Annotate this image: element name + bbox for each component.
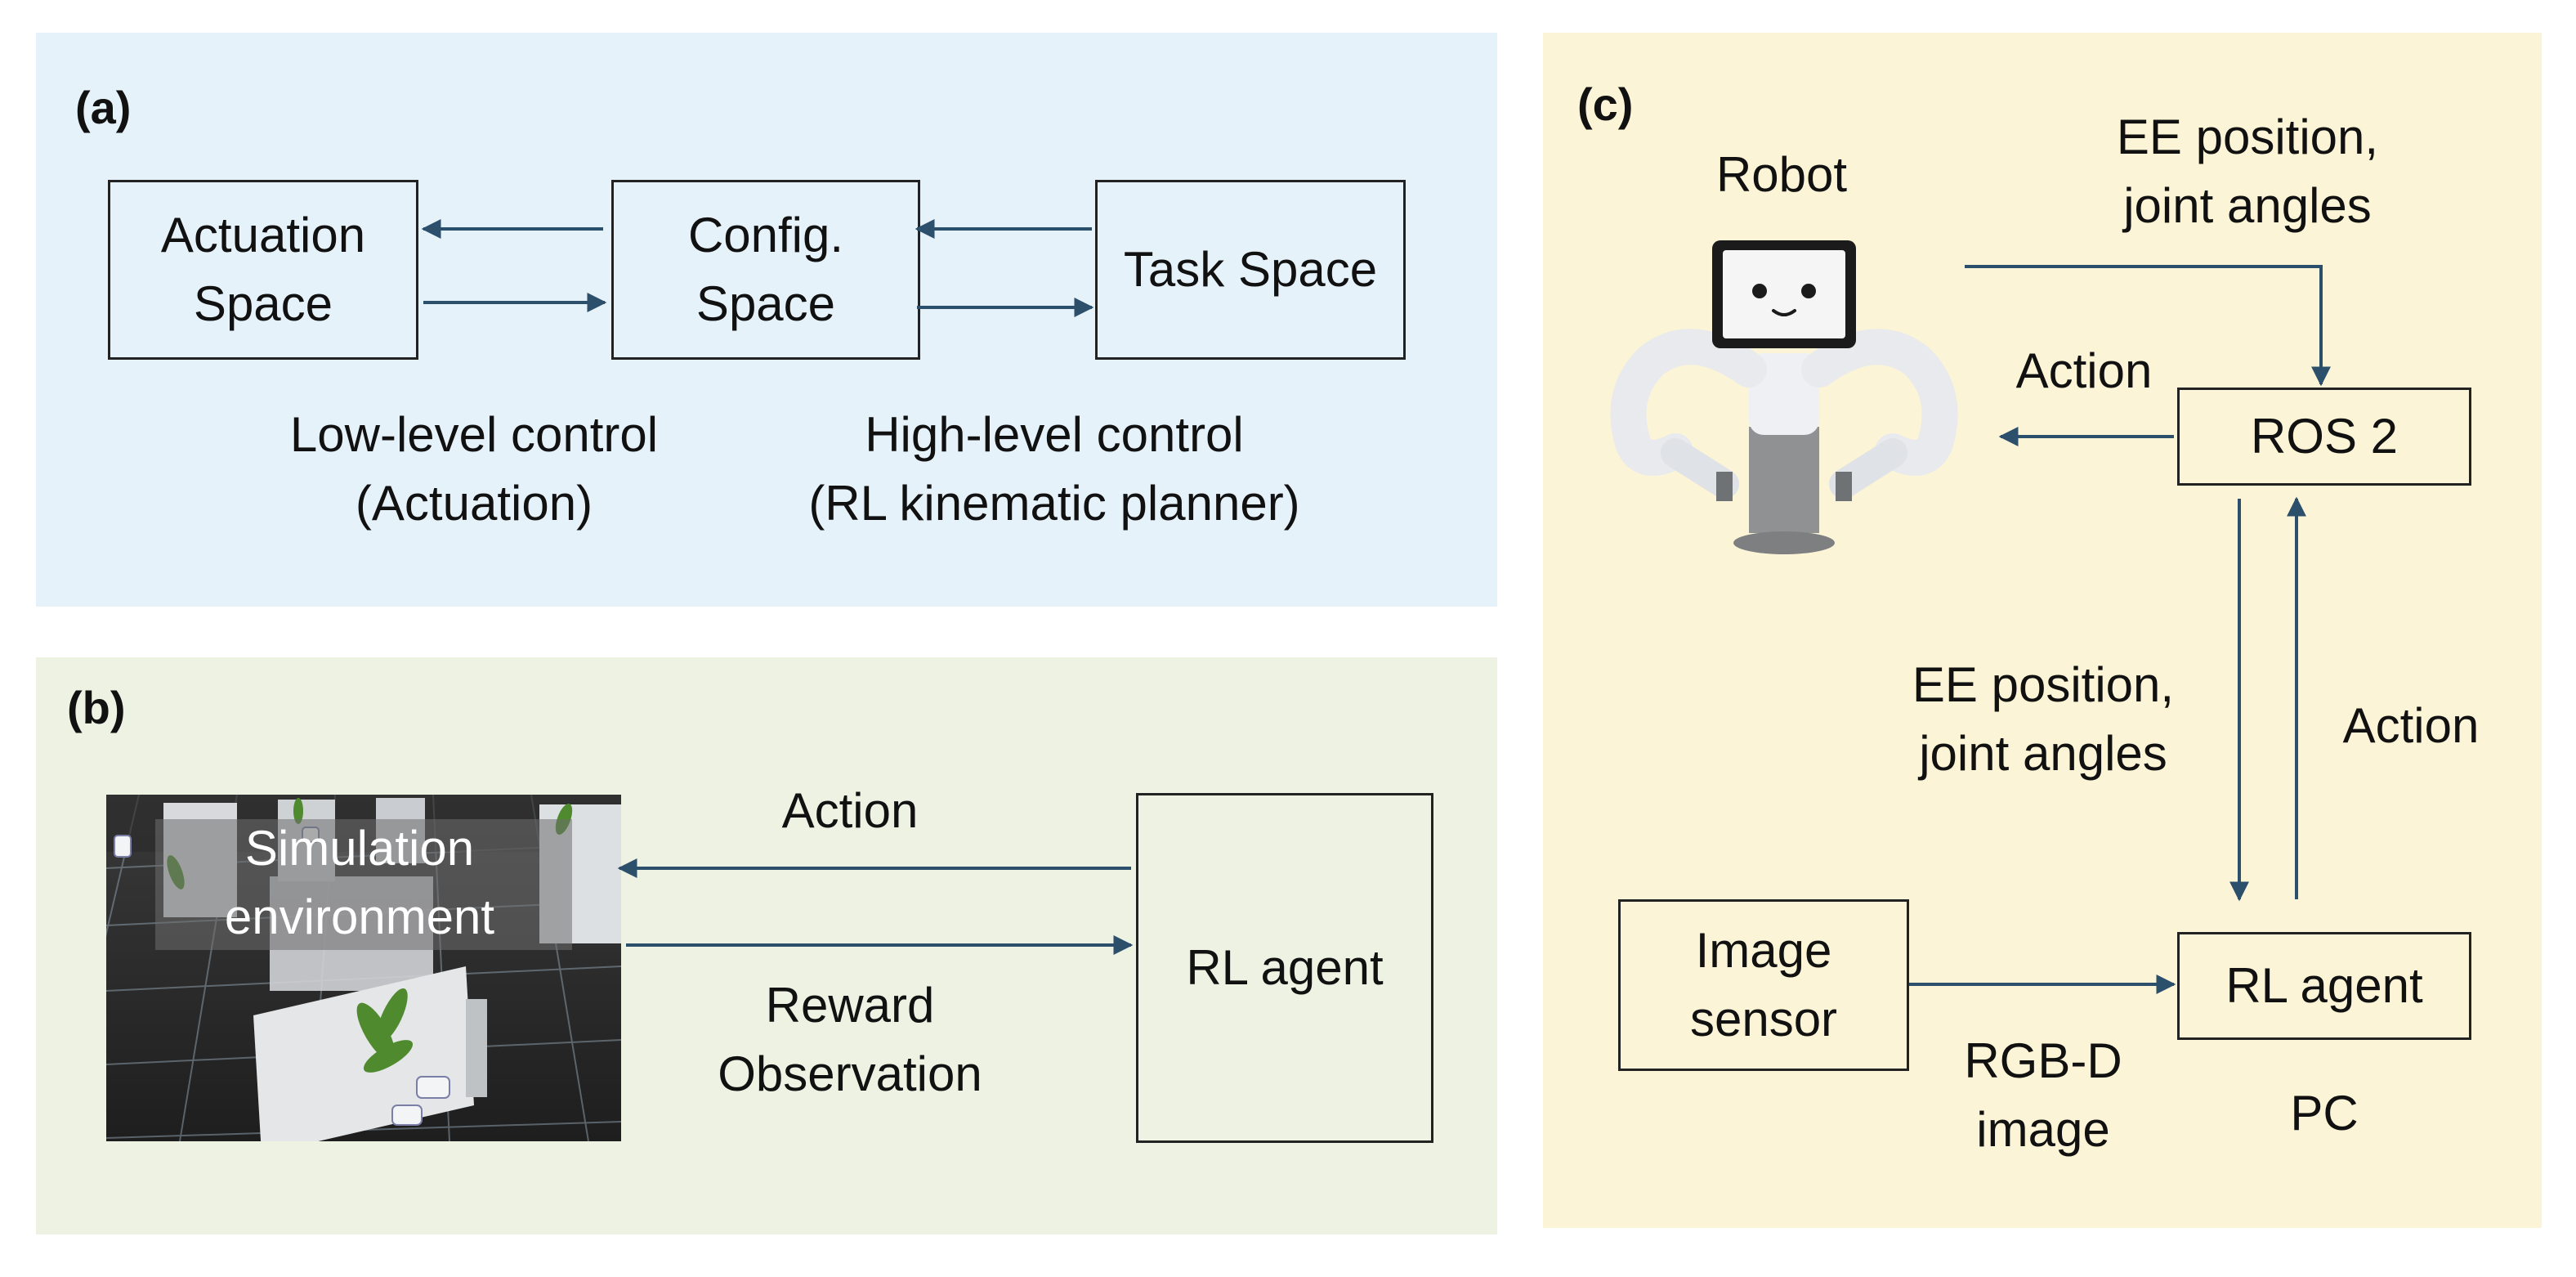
rl-agent-box-b: RL agent: [1136, 793, 1433, 1143]
simulation-environment-image: [106, 795, 621, 1141]
ros2-box: ROS 2: [2177, 388, 2471, 486]
panel-b-tag: (b): [67, 682, 126, 733]
reward-observation-label: Reward Observation: [718, 978, 982, 1101]
image-sensor-box: Image sensor: [1618, 899, 1909, 1071]
rgbd-image-label: RGB-D image: [1964, 1033, 2122, 1157]
rl-agent-box-c: RL agent: [2177, 932, 2471, 1040]
config-space-box: Config. Space: [611, 180, 920, 360]
task-space-box: Task Space: [1095, 180, 1406, 360]
action-label-b: Action: [781, 783, 919, 838]
panel-c-tag: (c): [1577, 78, 1634, 130]
ee-position-mid-label: EE position, joint angles: [1912, 657, 2175, 781]
actuation-space-box: Actuation Space: [108, 180, 418, 360]
robot-image: [1610, 240, 1958, 554]
ee-position-top-label: EE position, joint angles: [2116, 110, 2379, 233]
action-top-label: Action: [2015, 343, 2153, 398]
low-level-control-label: Low-level control (Actuation): [289, 407, 659, 531]
robot-label: Robot: [1715, 147, 1848, 202]
high-level-control-label: High-level control (RL kinematic planner…: [808, 407, 1300, 531]
simulation-environment-label: Simulation environment: [224, 821, 495, 944]
panel-a-tag: (a): [75, 82, 132, 133]
panel-a: [36, 33, 1497, 607]
panel-c: [1543, 33, 2542, 1228]
action-right-label: Action: [2342, 698, 2480, 753]
pc-label: PC: [2290, 1086, 2359, 1140]
